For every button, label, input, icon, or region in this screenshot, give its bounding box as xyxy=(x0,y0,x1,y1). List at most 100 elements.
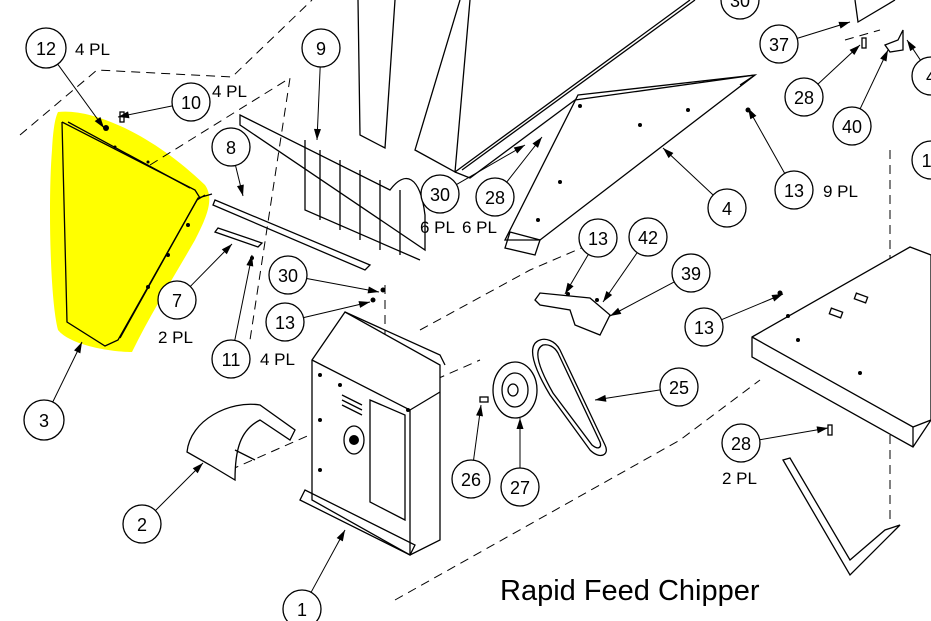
arrowhead-13 xyxy=(565,282,574,294)
callout-balloon-12[interactable]: 12 xyxy=(25,27,67,69)
arrowhead-30 xyxy=(367,286,379,294)
balloon-circle xyxy=(911,140,931,180)
callout-number: 9 xyxy=(316,39,326,59)
base-plate[interactable] xyxy=(751,246,931,448)
arrowhead-40 xyxy=(880,50,888,62)
part-3-panel[interactable] xyxy=(61,121,213,347)
callout-balloon-4[interactable]: 4 xyxy=(707,188,747,228)
callout-balloon-27[interactable]: 27 xyxy=(500,467,540,507)
callout-balloon-2[interactable]: 2 xyxy=(122,504,162,544)
balloon-circle xyxy=(211,339,251,379)
callout-balloon-11[interactable]: 11 xyxy=(211,339,251,379)
callout-balloon-10[interactable]: 10 xyxy=(171,82,211,122)
part-39-bracket[interactable] xyxy=(534,292,611,336)
part-9-chute[interactable] xyxy=(239,113,426,261)
balloon-circle xyxy=(500,467,540,507)
upper-frame[interactable] xyxy=(357,0,756,179)
callout-balloon-13[interactable]: 13 xyxy=(684,307,724,347)
arrowhead-28 xyxy=(816,426,828,434)
callout-number: 13 xyxy=(694,318,714,338)
balloon-circle xyxy=(784,77,824,117)
balloon-circle xyxy=(265,302,305,342)
callout-balloon-37[interactable]: 37 xyxy=(759,24,799,64)
callout-balloon-26[interactable]: 26 xyxy=(451,459,491,499)
callout-balloon-28[interactable]: 28 xyxy=(475,177,515,217)
part-40-bracket[interactable] xyxy=(883,29,904,53)
support-bracket[interactable] xyxy=(782,457,901,577)
arrowhead-39 xyxy=(610,307,622,316)
callout-number: 12 xyxy=(36,39,56,59)
arrowhead-11 xyxy=(246,255,254,267)
callout-number: 3 xyxy=(39,411,49,431)
callout-balloon-28[interactable]: 28 xyxy=(721,423,761,463)
callout-number: 42 xyxy=(638,228,658,248)
balloon-circle xyxy=(420,174,460,214)
callout-balloon-11[interactable]: 11 xyxy=(911,140,931,180)
quantity-label: 2 PL xyxy=(158,328,193,347)
callout-balloon-30[interactable]: 30 xyxy=(268,255,308,295)
callout-balloon-13[interactable]: 13 xyxy=(578,218,618,258)
callout-balloon-30[interactable]: 30 xyxy=(420,174,460,214)
callout-balloon-9[interactable]: 9 xyxy=(301,28,341,68)
balloon-circle xyxy=(707,188,747,228)
arrowhead-13 xyxy=(358,301,370,308)
callout-number: 27 xyxy=(510,478,530,498)
callout-balloon-8[interactable]: 8 xyxy=(211,127,251,167)
leader-line-13 xyxy=(303,301,371,319)
part-27-pulley[interactable] xyxy=(492,361,538,419)
callout-balloon-13[interactable]: 13 xyxy=(774,170,814,210)
leader-line-4 xyxy=(662,147,714,196)
arrowhead-12 xyxy=(94,117,104,128)
balloon-circle xyxy=(301,28,341,68)
part-26-key[interactable] xyxy=(479,396,489,403)
part-37-block[interactable] xyxy=(854,0,896,24)
arrowhead-30 xyxy=(513,145,525,154)
part-2-guard[interactable] xyxy=(186,403,296,482)
callout-number: 13 xyxy=(784,181,804,201)
arrowhead-3 xyxy=(74,342,82,354)
callout-balloon-13[interactable]: 13 xyxy=(265,302,305,342)
arrowhead-9 xyxy=(313,128,321,140)
balloon-circle xyxy=(282,589,322,621)
arrowhead-8 xyxy=(236,184,244,196)
part-1-housing[interactable] xyxy=(299,311,446,556)
part-8-plate[interactable] xyxy=(212,199,372,271)
quantity-label: 6 PL xyxy=(462,218,497,237)
quantity-label: 4 PL xyxy=(260,350,295,369)
callout-number: 4 xyxy=(926,67,931,87)
arrowhead-10 xyxy=(118,111,130,119)
callout-balloon-42[interactable]: 42 xyxy=(628,217,668,257)
callout-balloon-4[interactable]: 4 xyxy=(911,56,931,96)
callout-balloon-39[interactable]: 39 xyxy=(671,253,711,293)
callout-balloon-25[interactable]: 25 xyxy=(659,367,699,407)
part-7-bracket[interactable] xyxy=(213,227,264,248)
arrowhead-13 xyxy=(748,108,757,120)
balloon-circle xyxy=(659,367,699,407)
arrowhead-37 xyxy=(838,21,850,29)
callout-balloon-28[interactable]: 28 xyxy=(784,77,824,117)
quantity-label: 6 PL xyxy=(420,218,455,237)
balloon-circle xyxy=(578,218,618,258)
callout-number: 13 xyxy=(588,229,608,249)
callout-balloon-3[interactable]: 3 xyxy=(23,399,65,441)
arrowhead-4 xyxy=(907,40,917,52)
part-4-plate[interactable] xyxy=(503,74,758,256)
arrowhead-13 xyxy=(771,294,783,302)
quantity-label: 4 PL xyxy=(75,40,110,59)
callout-number: 10 xyxy=(181,93,201,113)
leader-line-13 xyxy=(721,293,784,321)
arrowhead-27 xyxy=(516,418,524,429)
callout-balloon-1[interactable]: 1 xyxy=(282,589,322,621)
leader-line-13 xyxy=(747,107,786,174)
callout-number: 30 xyxy=(730,0,750,11)
callout-number: 4 xyxy=(722,199,732,219)
callout-balloon-7[interactable]: 7 xyxy=(157,280,197,320)
quantity-label: 4 PL xyxy=(212,82,247,101)
arrowhead-28 xyxy=(532,137,542,148)
part-25-belt[interactable] xyxy=(531,338,607,457)
leader-line-28 xyxy=(759,427,829,441)
callout-number: 2 xyxy=(137,515,147,535)
callout-balloon-40[interactable]: 40 xyxy=(832,106,872,146)
balloon-circle xyxy=(720,0,760,20)
callout-balloon-30[interactable]: 30 xyxy=(720,0,760,20)
